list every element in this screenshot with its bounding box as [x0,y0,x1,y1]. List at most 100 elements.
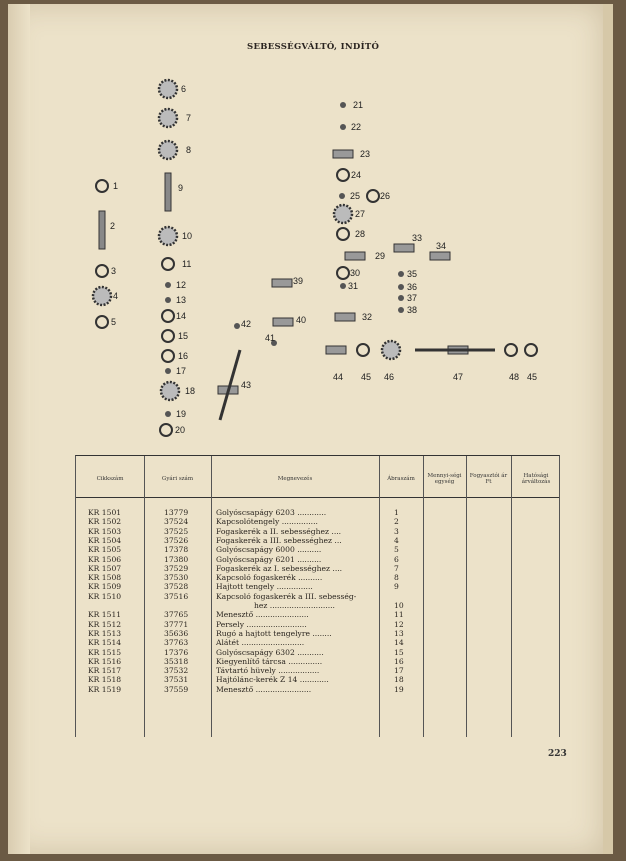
part-number-label: 43 [241,380,252,390]
figure-number: 6 [394,554,399,564]
part-number-label: 39 [293,276,304,286]
part-number-label: 44 [333,372,344,382]
figure-number: 19 [394,684,404,694]
figure-number: 2 [394,517,399,527]
factory-number: 37531 [164,675,189,685]
item-code: KR 1513 [88,628,122,638]
item-code: KR 1501 [88,508,122,517]
factory-number: 13779 [164,508,189,517]
part-number-label: 46 [384,372,395,382]
part-36-drawing [398,284,404,290]
figure-number: 5 [394,545,399,555]
item-code: KR 1519 [88,684,122,694]
item-code: KR 1511 [88,610,122,620]
figure-number: 7 [394,563,399,573]
part-number-label: 30 [350,268,361,278]
item-code: KR 1504 [88,535,122,545]
part-29-drawing [344,251,366,261]
figure-number: 3 [394,526,399,536]
part-19-drawing [165,411,171,417]
description: Hajtott tengely ............... [216,582,313,592]
part-45-drawing [524,343,538,357]
description: Fogaskerék a III. sebességhez ... [216,535,342,545]
part-number-label: 41 [265,333,276,343]
part-15-drawing [161,329,175,343]
part-44-drawing [325,345,347,355]
part-14-drawing [161,309,175,323]
factory-number: 17380 [164,554,189,564]
part-number-label: 17 [176,366,187,376]
part-number-label: 2 [110,221,116,231]
part-26-drawing [366,189,380,203]
part-32-drawing [334,312,356,322]
figure-number: 17 [394,666,404,676]
factory-number: 37530 [164,573,189,583]
part-1-drawing [95,179,109,193]
part-31-drawing [340,283,346,289]
part-11-drawing [161,257,175,271]
page-number: 223 [548,749,567,759]
figure-number: 11 [394,610,404,620]
document-page [8,4,613,854]
part-number-label: 11 [182,259,192,269]
part-5-drawing [95,315,109,329]
factory-number: 35318 [164,656,189,666]
column-divider [144,456,145,737]
part-number-label: 26 [380,191,391,201]
part-drawing [218,349,242,421]
description: Golyóscsapágy 6203 ............ [216,508,327,517]
factory-number: 37525 [164,526,189,536]
column-header: Gyári szám [161,475,194,482]
part-22-drawing [340,124,346,130]
description: Kapcsolótengely ............... [216,517,318,527]
part-number-label: 4 [113,291,119,301]
part-number-label: 23 [360,149,371,159]
table-row: hez ...........................10 [76,601,561,610]
factory-number: 37529 [164,563,189,573]
part-number-label: 18 [185,386,196,396]
description: Golyóscsapágy 6000 .......... [216,545,322,555]
part-number-label: 32 [362,312,373,322]
description: Kapcsoló fogaskerék .......... [216,573,323,583]
part-number-label: 22 [351,122,362,132]
part-46-drawing [380,339,402,361]
description: Menesztő ....................... [216,684,312,694]
part-number-label: 33 [412,233,423,243]
item-code: KR 1514 [88,638,122,648]
part-8-drawing [157,139,179,161]
description: Alátét .......................... [216,638,305,648]
factory-number: 37524 [164,517,189,527]
part-number-label: 14 [176,311,187,321]
part-number-label: 12 [176,280,187,290]
item-code: KR 1517 [88,666,122,676]
description: Persely ......................... [216,619,307,629]
part-number-label: 6 [181,84,187,94]
part-number-label: 24 [351,170,362,180]
part-number-label: 35 [407,269,418,279]
factory-number: 37765 [164,610,189,620]
part-number-label: 36 [407,282,418,292]
column-divider [511,456,512,737]
part-number-label: 9 [178,183,184,193]
description: Fogaskerék az I. sebességhez .... [216,563,343,573]
page-binding [8,4,30,854]
item-code: KR 1509 [88,582,122,592]
exploded-parts-diagram [91,78,538,437]
part-24-drawing [336,168,350,182]
item-code: KR 1506 [88,554,122,564]
column-divider [379,456,380,737]
figure-number: 4 [394,535,399,545]
column-header: Fogyasztói ár Ft [469,472,508,485]
description: Távtartó hüvely ................. [216,666,320,676]
column-header: Hatósági árváltozás [521,472,551,485]
description: Fogaskerék a II. sebességhez .... [216,526,342,536]
